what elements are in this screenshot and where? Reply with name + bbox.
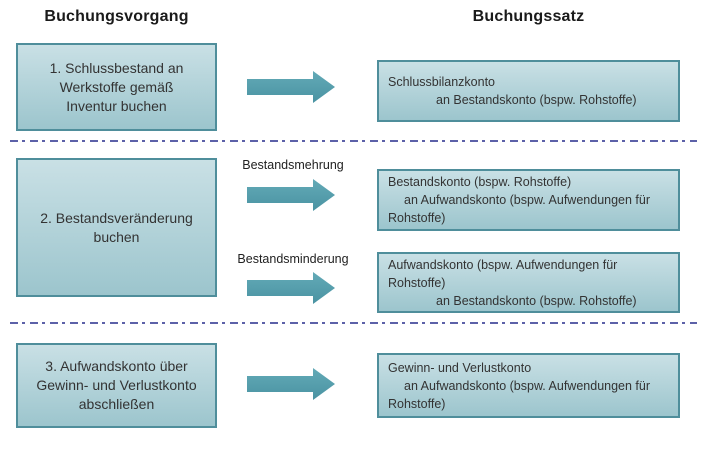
dashed-divider [10,322,697,324]
entry-line: an Bestandskonto (bspw. Rohstoffe) [436,93,637,107]
process-box-bestandsveraenderung: 2. Bestandsveränderung buchen [16,158,217,297]
column-title-buchungsvorgang: Buchungsvorgang [44,8,189,25]
right-arrow-icon [247,272,335,304]
process-box-line: Werkstoffe gemäß [59,78,174,95]
right-arrow-icon [247,368,335,400]
process-box-line: 2. Bestandsveränderung [40,209,193,226]
entry-line: Rohstoffe) [388,396,446,411]
entry-box-guv: Gewinn- und Verlustkonto an Aufwandskont… [377,353,680,418]
entry-line: Rohstoffe) [388,211,446,225]
right-arrow-icon [247,71,335,103]
entry-line: Bestandskonto (bspw. Rohstoffe) [388,175,572,189]
entry-line: Gewinn- und Verlustkonto [388,360,532,375]
entry-box-bestandsmehrung: Bestandskonto (bspw. Rohstoffe) an Aufwa… [377,169,680,231]
entry-box-bestandsminderung: Aufwandskonto (bspw. Aufwendungen für Ro… [377,252,680,313]
entry-line: an Aufwandskonto (bspw. Aufwendungen für [404,193,651,207]
process-box-aufwandskonto-abschliessen: 3. Aufwandskonto über Gewinn- und Verlus… [16,343,217,428]
entry-line: Schlussbilanzkonto [388,75,496,89]
entry-line: Aufwandskonto (bspw. Aufwendungen für [388,257,618,272]
entry-box-schlussbilanzkonto: Schlussbilanzkonto an Bestandskonto (bsp… [377,60,680,122]
entry-line: an Aufwandskonto (bspw. Aufwendungen für [404,378,651,393]
column-title-buchungssatz: Buchungssatz [472,8,585,25]
right-arrow-icon [247,179,335,211]
process-box-line: abschließen [78,396,155,412]
process-box-line: 3. Aufwandskonto über [45,358,188,374]
process-box-line: buchen [93,228,140,245]
process-box-schlussbestand: 1. Schlussbestand an Werkstoffe gemäß In… [16,43,217,131]
process-box-line: 1. Schlussbestand an [49,59,184,76]
arrow-label-bestandsmehrung: Bestandsmehrung [242,158,344,172]
entry-line: Rohstoffe) [388,275,446,290]
entry-line: an Bestandskonto (bspw. Rohstoffe) [436,293,637,308]
process-box-line: Inventur buchen [66,97,167,114]
dashed-divider [10,140,697,142]
arrow-label-bestandsminderung: Bestandsminderung [237,252,349,266]
process-box-line: Gewinn- und Verlustkonto [36,377,197,393]
